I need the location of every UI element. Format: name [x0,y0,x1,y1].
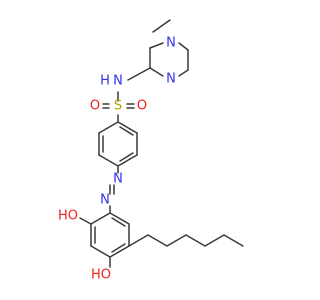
amine-n-label: N [113,74,123,89]
amine-h-label: H [100,74,110,89]
benzene-bond [117,154,138,167]
sulfonyl-o-left-label: O [90,99,100,114]
hexyl-bond [223,234,244,247]
benzene-double-bond [119,152,134,162]
sulfur-label: S [114,99,122,114]
hexyl-bond [147,234,168,247]
lower-ring-bond [109,212,130,225]
hexyl-bond [204,234,225,247]
hexyl-bond [166,234,187,247]
benzene-double-bond [119,126,134,136]
lower-ring-bond [109,245,130,258]
hydroxyl-top-label: HO [58,209,78,224]
bond-layer [79,19,244,268]
lower-ring-bond [90,212,111,225]
pyrimidine-outline [149,42,164,49]
atom-label-layer: N N N H S O O N N HO HO [58,36,176,283]
azo-n-top-label: N [113,172,123,187]
pyrimidine-n-top-label: N [166,36,176,51]
top-hydroxyl-bond [79,217,92,225]
sulfonyl-o-right-label: O [137,99,147,114]
azo-n-bottom-label: N [100,193,110,208]
methyl-bond [152,19,171,33]
hexyl-bond [185,234,206,247]
lower-ring-double-bond [111,243,126,253]
pyrimidine-n-left-label: N [166,72,176,87]
hexyl-bond [128,234,149,247]
pyrimidine-outline [149,67,164,77]
lower-ring-double-bond [111,217,126,227]
chemical-structure: N N N H S O O N N HO HO [58,19,244,283]
lower-ring-bond [90,245,111,258]
benzene-bond [98,121,119,134]
hydroxyl-bottom-label: HO [91,268,111,283]
c2-nh-bond [127,67,151,81]
pyrimidine-outline [178,69,189,77]
benzene-bond [117,121,138,134]
pyrimidine-outline [178,42,189,51]
benzene-bond [98,154,119,167]
